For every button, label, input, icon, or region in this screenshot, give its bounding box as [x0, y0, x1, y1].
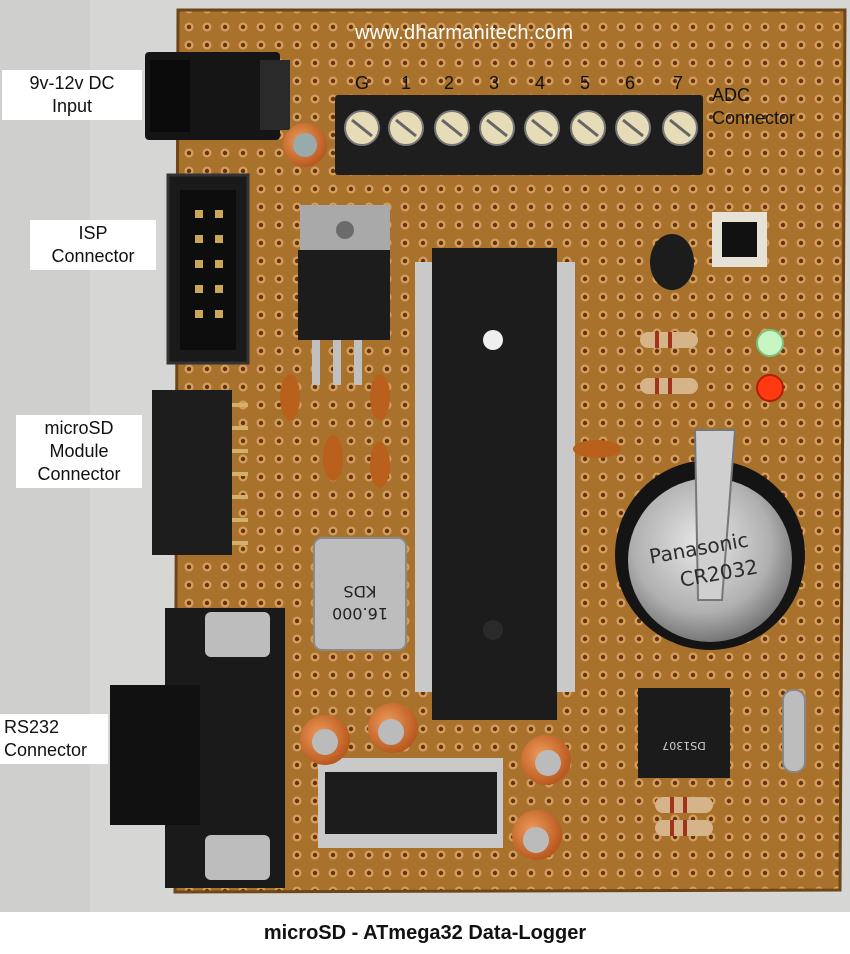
crystal-label-kds: KDS — [344, 582, 377, 601]
atmega32-chip — [415, 248, 575, 720]
crystal-16mhz: KDS 16.000 — [313, 537, 407, 651]
label-microsd-line2: Module — [49, 441, 109, 461]
label-dc-input: 9v-12v DC Input — [2, 70, 142, 120]
red-led — [756, 374, 784, 402]
crystal-label-freq: 16.000 — [332, 604, 388, 623]
board-photo: KDS 16.000 — [0, 0, 850, 912]
label-adc-line2: Connector — [712, 108, 796, 128]
transistor — [650, 234, 694, 290]
label-adc-connector: ADC Connector — [708, 82, 799, 132]
adc-pin-3: 3 — [489, 73, 500, 93]
isp-header — [166, 173, 250, 365]
electrolytic-capacitors — [283, 123, 571, 860]
label-isp-line1: ISP — [78, 223, 108, 243]
ds1307-rtc-chip: DS1307 — [638, 688, 730, 778]
adc-pin-6: 6 — [625, 73, 636, 93]
reset-button — [712, 212, 767, 267]
pcb-illustration: KDS 16.000 — [110, 8, 847, 894]
adc-pin-g: G — [355, 73, 370, 93]
label-microsd-connector: microSD Module Connector — [16, 415, 142, 488]
voltage-regulator — [298, 205, 390, 385]
label-isp-connector: ISP Connector — [30, 220, 156, 270]
ceramic-capacitors — [280, 374, 621, 488]
ds1307-line1: DS1307 — [662, 739, 705, 752]
figure-caption: microSD - ATmega32 Data-Logger — [263, 922, 587, 944]
microsd-header — [152, 390, 248, 555]
adc-pin-4: 4 — [535, 73, 546, 93]
label-rs232-line2: Connector — [4, 740, 88, 760]
dc-jack — [145, 52, 290, 140]
label-isp-line2: Connector — [51, 246, 135, 266]
green-led — [756, 329, 784, 357]
adc-pin-5: 5 — [580, 73, 591, 93]
label-microsd-line1: microSD — [44, 418, 114, 438]
adc-pin-1: 1 — [401, 73, 412, 93]
adc-pin-2: 2 — [444, 73, 455, 93]
label-adc-line1: ADC — [712, 85, 751, 105]
website-watermark: www.dharmanitech.com — [355, 22, 574, 44]
label-rs232-line1: RS232 — [4, 717, 60, 737]
resistors — [640, 332, 713, 836]
adc-pin-7: 7 — [673, 73, 684, 93]
label-dc-input-line2: Input — [51, 96, 93, 116]
max232-chip — [318, 758, 503, 848]
label-dc-input-line1: 9v-12v DC — [29, 73, 115, 93]
label-rs232-connector: RS232 Connector — [0, 714, 108, 764]
coin-cell-battery: Panasonic CR2032 — [615, 429, 805, 650]
adc-terminal-block — [335, 95, 703, 175]
rs232-connector — [110, 608, 285, 888]
label-microsd-line3: Connector — [37, 464, 121, 484]
watch-crystal — [782, 689, 806, 773]
